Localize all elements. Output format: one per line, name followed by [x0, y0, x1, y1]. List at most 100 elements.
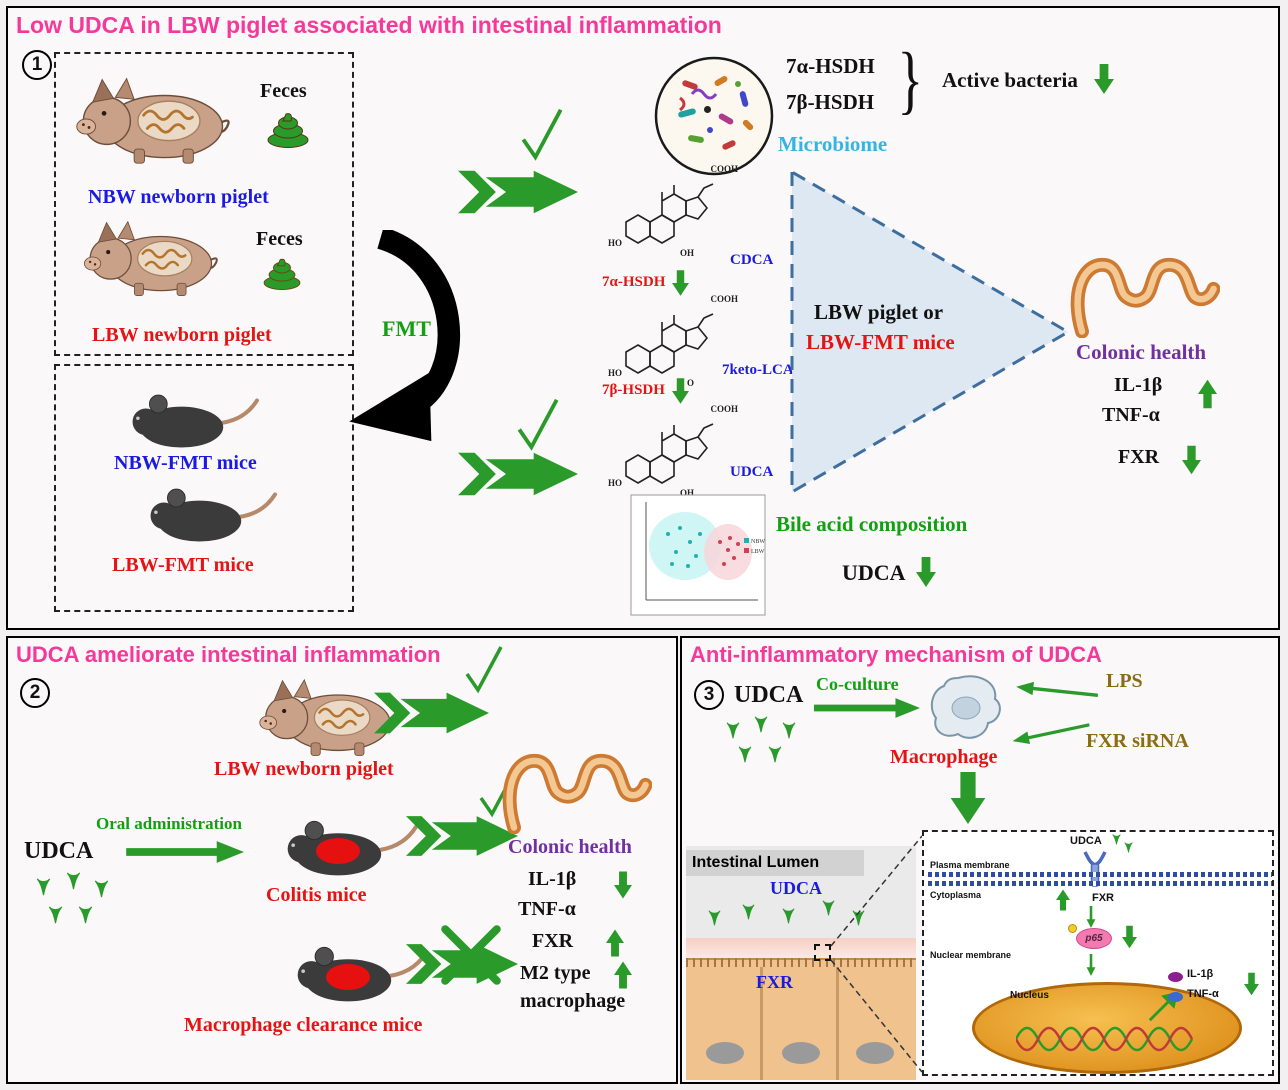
microbiome-label: Microbiome: [778, 132, 888, 156]
molecule-icon: [1124, 842, 1133, 853]
molecule-icon: [782, 908, 795, 924]
triangle-line1: LBW piglet or: [814, 300, 944, 324]
pca-legend-nbw: NBW: [751, 539, 765, 545]
sirna-arrow-icon: [1009, 716, 1093, 751]
down-arrow-icon: [672, 378, 689, 404]
lps-label: LPS: [1106, 670, 1143, 692]
molecule-icon: [708, 910, 721, 926]
panel3-number: 3: [694, 680, 724, 710]
ho-label: HO: [608, 368, 623, 378]
feces-label-bottom: Feces: [256, 228, 303, 250]
down-arrow-icon: [1094, 64, 1114, 94]
cooh-label: COOH: [710, 404, 738, 414]
inset-fxr-label: FXR: [1092, 892, 1114, 904]
active-bacteria-label: Active bacteria: [942, 68, 1078, 92]
bile-acid-label: Bile acid composition: [776, 512, 968, 536]
poop-icon-top: [266, 110, 310, 148]
intestinal-lumen-label: Intestinal Lumen: [692, 854, 820, 871]
fmt-label: FMT: [382, 316, 431, 341]
nuclear-membrane-label: Nuclear membrane: [930, 950, 1012, 960]
udca-structure-label: UDCA: [730, 464, 774, 480]
down-arrow-icon: [1122, 924, 1137, 950]
down-block-arrow-icon: [950, 772, 986, 824]
check-icon: [516, 396, 560, 452]
nbw-mice-label: NBW-FMT mice: [114, 452, 257, 474]
ho-label: HO: [608, 238, 623, 248]
colon-icon: [1070, 250, 1220, 338]
panel-3: Anti-inflammatory mechanism of UDCA 3 UD…: [680, 636, 1280, 1084]
m2-type-label: M2 type: [520, 962, 591, 984]
lbw-mice-label: LBW-FMT mice: [112, 554, 254, 576]
hsdh-alpha-label: 7α-HSDH: [786, 54, 875, 78]
inset-il1b-label: IL-1β: [1187, 968, 1214, 980]
triangle-link: [790, 169, 1071, 495]
molecule-icon: [78, 906, 93, 924]
cell-divider: [836, 967, 839, 1080]
lbw-piglet-label: LBW newborn piglet: [214, 758, 394, 780]
keto-lca-structure: COOH HO O: [608, 294, 738, 388]
cytoplasma-label: Cytoplasma: [930, 890, 982, 900]
udca-structure: COOH HO OH: [608, 404, 738, 498]
inset-tnfa-label: TNF-α: [1187, 988, 1219, 1000]
udca-lumen-label: UDCA: [770, 878, 822, 898]
udca-down-label: UDCA: [842, 560, 906, 585]
colitis-patch: [316, 838, 360, 864]
cell-nucleus: [856, 1042, 894, 1064]
plasma-membrane-inner: [928, 881, 1272, 886]
down-arrow-icon: [1182, 444, 1201, 476]
chevron-arrow-icon: [374, 692, 489, 734]
check-icon: [464, 644, 504, 694]
plasma-membrane-outer: [928, 872, 1272, 877]
colonic-health-label: Colonic health: [508, 836, 632, 858]
p65-oval: p65: [1076, 928, 1112, 949]
nbw-mouse-icon: [118, 388, 268, 452]
pca-legend-lbw: LBW: [751, 549, 765, 555]
signal-arrow-icon: use{color:#2a9a2a}: [1084, 906, 1098, 928]
ho-label: HO: [608, 478, 623, 488]
pca-plot: NBW LBW: [630, 494, 766, 616]
cell-nucleus: [782, 1042, 820, 1064]
up-arrow-icon: [614, 960, 632, 990]
udca-label: UDCA: [734, 682, 804, 708]
feces-label-top: Feces: [260, 80, 307, 102]
colonic-health-label: Colonic health: [1076, 340, 1207, 364]
oral-administration-label: Oral administration: [96, 814, 242, 833]
macrophage-clearance-label: Macrophage clearance mice: [184, 1014, 423, 1036]
macrophage-label: Macrophage: [890, 746, 998, 768]
fxr-label: FXR: [532, 930, 574, 952]
panel2-number: 2: [20, 678, 50, 708]
fxr-epithelium-label: FXR: [756, 972, 793, 992]
molecule-icon: [48, 906, 63, 924]
colon-icon: [502, 746, 652, 834]
triangle-line2: LBW-FMT mice: [806, 330, 955, 354]
co-culture-arrow-icon: [812, 696, 920, 720]
chevron-arrow-icon: [458, 452, 578, 496]
lbw-pig-icon: [80, 216, 220, 298]
dna-icon: [1016, 1022, 1196, 1056]
panel2-title: UDCA ameliorate intestinal inflammation: [16, 642, 441, 667]
cell-divider: [760, 967, 763, 1080]
udca-label: UDCA: [24, 838, 94, 864]
zoom-square: [814, 944, 831, 961]
mucus-band: [686, 938, 916, 958]
tnfa-dot: [1168, 992, 1183, 1002]
panel1-number: 1: [22, 50, 52, 80]
fxr-sirna-label: FXR siRNA: [1086, 730, 1189, 752]
down-arrow-icon: [672, 270, 689, 296]
molecule-icon: [768, 746, 782, 763]
up-arrow-icon: [1056, 888, 1070, 912]
poop-icon-bottom: [262, 256, 302, 290]
il1b-dot: [1168, 972, 1183, 982]
up-arrow-icon: [1198, 378, 1217, 410]
nucleus-label: Nucleus: [1010, 990, 1049, 1001]
cooh-label: COOH: [710, 294, 738, 304]
chevron-arrow-icon: [458, 170, 578, 214]
molecule-icon: [754, 716, 768, 733]
colitis-patch: [326, 964, 370, 990]
oh-label: OH: [679, 248, 694, 258]
plasma-membrane-label: Plasma membrane: [930, 860, 1010, 870]
cooh-label: COOH: [710, 164, 738, 174]
co-culture-label: Co-culture: [816, 674, 899, 694]
panel-2: UDCA ameliorate intestinal inflammation …: [6, 636, 678, 1084]
